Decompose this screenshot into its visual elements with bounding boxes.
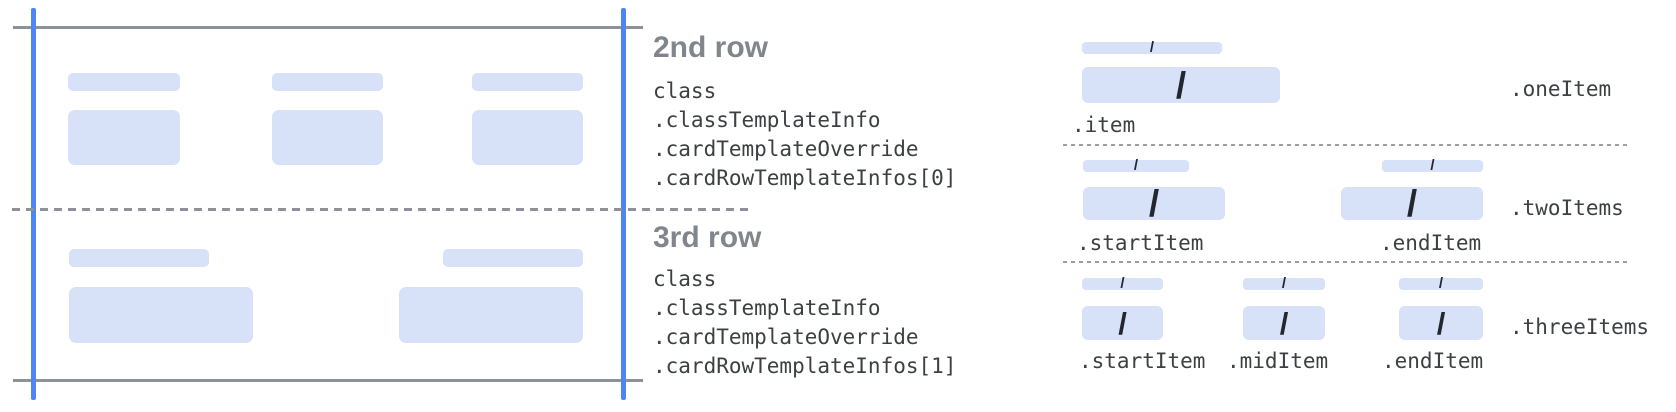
card-bottom-edge-line	[13, 379, 643, 382]
field-value-placeholder	[472, 110, 583, 165]
field-value-placeholder	[68, 110, 180, 165]
row-2-code-line: class	[653, 79, 717, 103]
row-3-code-line: .cardTemplateOverride	[653, 325, 919, 349]
slash-icon: /	[1436, 305, 1446, 341]
row-2-code-line: .cardRowTemplateInfos[0]	[653, 166, 957, 190]
slash-icon: /	[1118, 305, 1127, 341]
item-label-bar: /	[1083, 156, 1189, 174]
item-label-bar: /	[1382, 156, 1483, 174]
item-field-label: .startItem	[1079, 349, 1206, 373]
item-value-bar: /	[1399, 306, 1483, 340]
layout-divider-dashed-line	[1063, 261, 1630, 263]
layout-name-label: .twoItems	[1510, 196, 1624, 220]
slash-icon: /	[1133, 156, 1139, 174]
item-value-bar: /	[1082, 64, 1280, 106]
item-field-label: .startItem	[1077, 231, 1204, 255]
item-field-label: .item	[1072, 113, 1136, 137]
card-top-edge-line	[13, 26, 643, 29]
item-field-label: .endItem	[1382, 349, 1484, 373]
row-2-heading: 2nd row	[653, 31, 769, 64]
item-value-bar: /	[1083, 183, 1225, 224]
row-3-code-line: .cardRowTemplateInfos[1]	[653, 354, 957, 378]
item-field-label: .endItem	[1380, 231, 1482, 255]
field-label-placeholder	[68, 73, 180, 91]
slash-icon: /	[1406, 183, 1418, 224]
item-value-bar: /	[1243, 306, 1325, 340]
item-label-bar: /	[1243, 274, 1325, 292]
field-value-placeholder	[399, 287, 583, 343]
layout-name-label: .oneItem	[1510, 77, 1612, 101]
card-left-margin-line	[31, 8, 36, 400]
row-3-heading: 3rd row	[653, 221, 762, 254]
item-field-label: .midItem	[1227, 349, 1329, 373]
slash-icon: /	[1149, 38, 1155, 56]
item-label-bar: /	[1082, 274, 1163, 292]
field-label-placeholder	[472, 73, 583, 91]
slash-icon: /	[1148, 183, 1160, 224]
slash-icon: /	[1175, 64, 1187, 106]
slash-icon: /	[1281, 274, 1287, 292]
item-label-bar: /	[1082, 38, 1222, 56]
field-label-placeholder	[69, 249, 209, 267]
card-right-margin-line	[621, 8, 626, 400]
row-2-code-line: .cardTemplateOverride	[653, 137, 919, 161]
row-2-code-line: .classTemplateInfo	[653, 108, 881, 132]
slash-icon: /	[1430, 156, 1435, 174]
layout-divider-dashed-line	[1063, 144, 1630, 146]
slash-icon: /	[1120, 274, 1125, 292]
layout-name-label: .threeItems	[1510, 315, 1650, 339]
slash-icon: /	[1438, 274, 1444, 292]
field-value-placeholder	[69, 287, 253, 343]
slash-icon: /	[1279, 305, 1289, 341]
field-label-placeholder	[443, 249, 583, 267]
row-3-code-line: .classTemplateInfo	[653, 296, 881, 320]
item-value-bar: /	[1341, 183, 1483, 224]
item-label-bar: /	[1399, 274, 1483, 292]
row-divider-dashed-line	[12, 208, 750, 211]
field-value-placeholder	[272, 110, 383, 165]
item-value-bar: /	[1082, 306, 1163, 340]
row-3-code-line: class	[653, 267, 717, 291]
field-label-placeholder	[272, 73, 383, 91]
